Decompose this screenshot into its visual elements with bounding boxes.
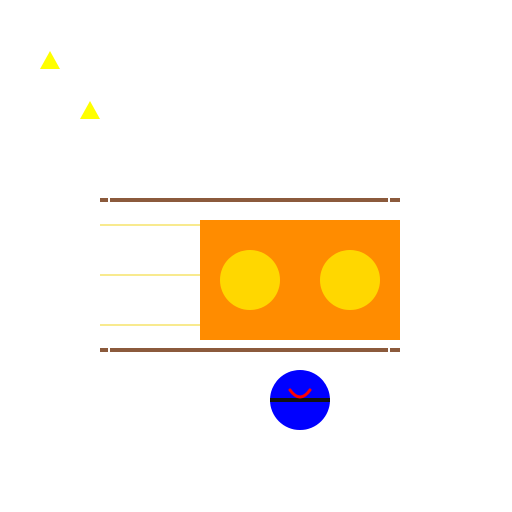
coin-icon — [320, 250, 380, 310]
smile-icon — [288, 388, 312, 399]
coin-icon — [220, 250, 280, 310]
rail-top — [100, 198, 400, 202]
track-lines — [100, 224, 200, 326]
star-icon — [80, 101, 100, 119]
star-icon — [40, 51, 60, 69]
rail-bottom — [100, 348, 400, 352]
player-ball — [270, 370, 330, 430]
